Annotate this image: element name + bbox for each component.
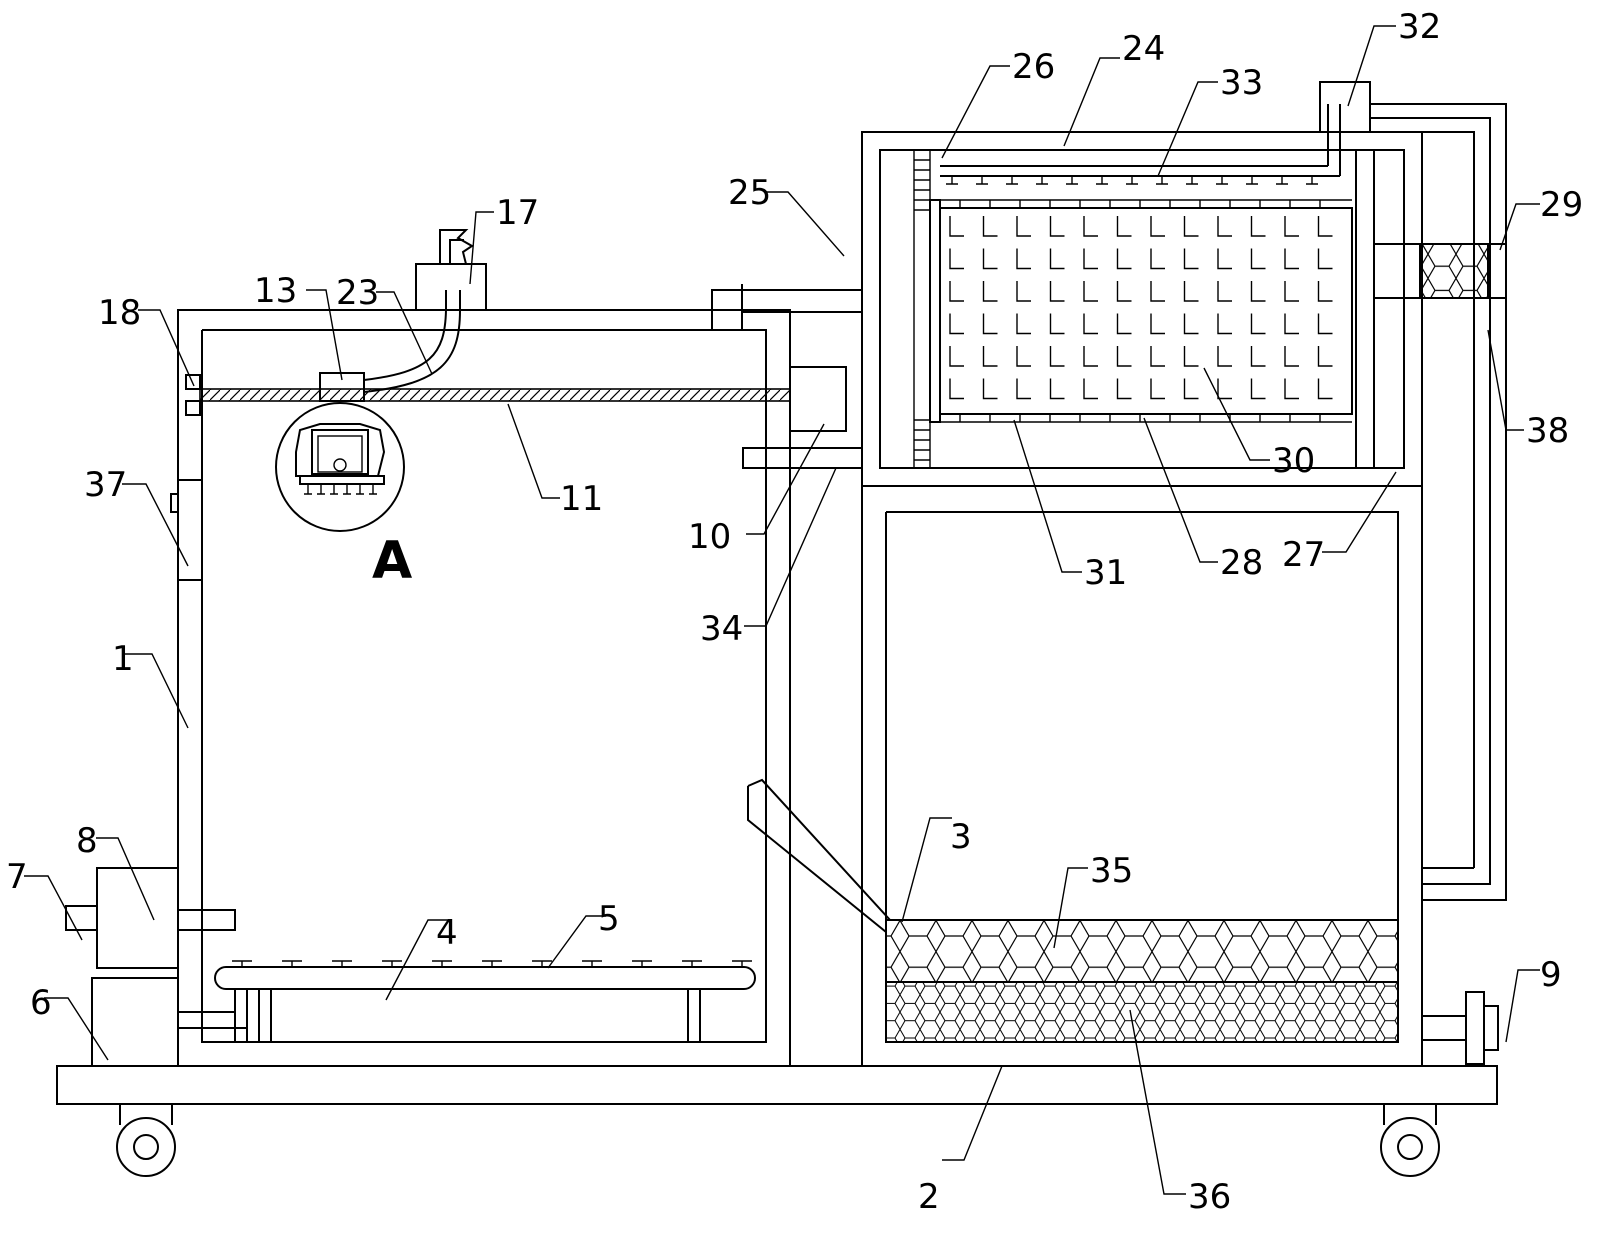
label-1: 1 bbox=[112, 639, 134, 679]
label-4: 4 bbox=[436, 913, 458, 953]
detail-mark: A bbox=[372, 531, 412, 591]
label-35: 35 bbox=[1090, 851, 1133, 891]
inlet-pipe bbox=[711, 284, 862, 330]
label-31: 31 bbox=[1084, 553, 1127, 593]
screw-motor-box bbox=[789, 366, 847, 432]
label-38: 38 bbox=[1526, 411, 1569, 451]
circulation-duct bbox=[1370, 103, 1507, 901]
top-pump bbox=[415, 229, 487, 311]
label-11: 11 bbox=[560, 479, 603, 519]
drum-blade-marks bbox=[949, 216, 1333, 400]
label-6: 6 bbox=[30, 983, 52, 1023]
label-36: 36 bbox=[1188, 1177, 1231, 1217]
drum-blades bbox=[949, 216, 1333, 400]
label-34: 34 bbox=[700, 609, 743, 649]
label-24: 24 bbox=[1122, 29, 1165, 69]
label-9: 9 bbox=[1540, 955, 1562, 995]
return-pipe bbox=[742, 447, 863, 469]
label-13: 13 bbox=[254, 271, 297, 311]
pump-motor bbox=[65, 867, 236, 969]
label-30: 30 bbox=[1272, 441, 1315, 481]
label-5: 5 bbox=[598, 899, 620, 939]
drain-valve bbox=[1422, 991, 1499, 1065]
nozzles bbox=[232, 960, 752, 967]
hose bbox=[363, 290, 461, 393]
inclined-chute bbox=[747, 778, 891, 933]
label-27: 27 bbox=[1282, 535, 1325, 575]
base-frame bbox=[56, 1065, 1498, 1105]
left-tank bbox=[177, 309, 791, 1067]
label-10: 10 bbox=[688, 517, 731, 557]
drying-box bbox=[861, 131, 1423, 487]
leader-lines bbox=[24, 25, 1540, 1195]
label-2: 2 bbox=[918, 1177, 940, 1217]
label-33: 33 bbox=[1220, 63, 1263, 103]
coarse-filter-layer bbox=[885, 919, 1399, 983]
label-37: 37 bbox=[84, 465, 127, 505]
label-23: 23 bbox=[336, 273, 379, 313]
left-wheel bbox=[116, 1104, 176, 1177]
detail-circle-a bbox=[275, 402, 405, 532]
label-32: 32 bbox=[1398, 7, 1441, 47]
label-25: 25 bbox=[728, 173, 771, 213]
label-28: 28 bbox=[1220, 543, 1263, 583]
slider-block bbox=[319, 372, 365, 402]
label-7: 7 bbox=[6, 857, 28, 897]
riser-wall bbox=[789, 310, 863, 1066]
right-wheel bbox=[1380, 1104, 1440, 1177]
rotating-drum bbox=[929, 199, 1353, 423]
top-blower bbox=[1319, 81, 1371, 133]
motor-base bbox=[91, 977, 179, 1067]
label-17: 17 bbox=[496, 193, 539, 233]
label-8: 8 bbox=[76, 821, 98, 861]
label-3: 3 bbox=[950, 817, 972, 857]
heater-strip bbox=[913, 149, 931, 469]
lead-screw bbox=[199, 388, 791, 402]
screw-bearing bbox=[185, 374, 201, 416]
reference-labels: 1 2 3 4 5 6 7 8 9 10 11 13 17 18 23 24 2… bbox=[6, 7, 1583, 1217]
label-29: 29 bbox=[1540, 185, 1583, 225]
fine-filter-layer bbox=[885, 981, 1399, 1043]
aeration-pipe bbox=[178, 966, 756, 1042]
label-18: 18 bbox=[98, 293, 141, 333]
spray-pipe bbox=[940, 104, 1341, 185]
side-window bbox=[170, 479, 203, 581]
exhaust-housing bbox=[1373, 243, 1507, 299]
label-26: 26 bbox=[1012, 47, 1055, 87]
